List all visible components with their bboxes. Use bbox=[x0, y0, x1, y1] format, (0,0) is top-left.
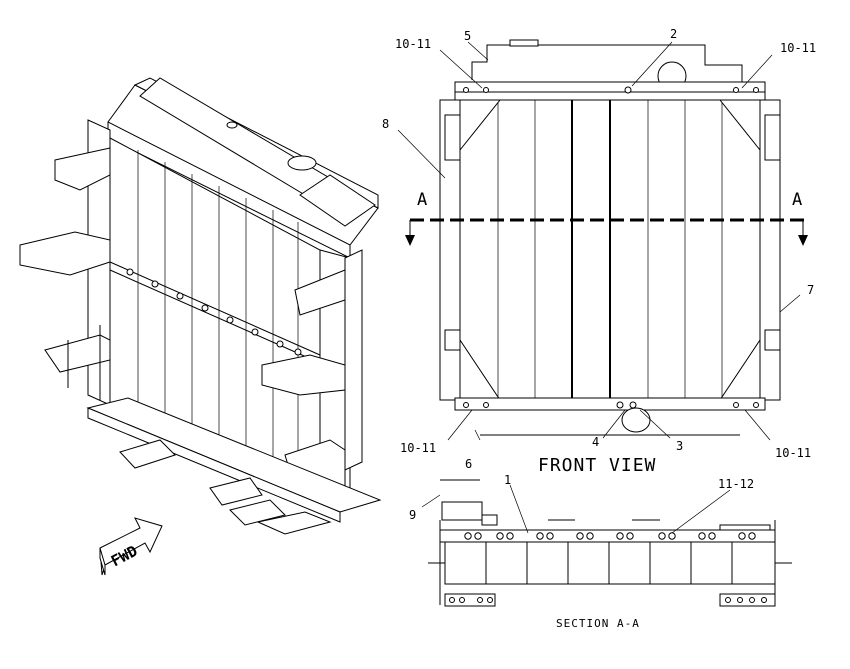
callout-3: 3 bbox=[676, 439, 683, 453]
callout-10-11-top-right: 10-11 bbox=[780, 41, 816, 55]
callout-10-11-bottom-right: 10-11 bbox=[775, 446, 811, 460]
front-view-title: FRONT VIEW bbox=[538, 455, 656, 476]
front-view-leaders bbox=[397, 41, 801, 441]
callout-10-11-bottom-left: 10-11 bbox=[400, 441, 436, 455]
front-view-callouts: 10-11 5 2 10-11 8 A A 7 10-11 6 4 3 10-1… bbox=[382, 27, 816, 476]
callout-2: 2 bbox=[670, 27, 677, 41]
callout-7: 7 bbox=[807, 283, 814, 297]
callout-9: 9 bbox=[409, 508, 416, 522]
callout-5: 5 bbox=[464, 29, 471, 43]
section-view-drawing bbox=[428, 479, 792, 607]
callout-10-11-top-left: 10-11 bbox=[395, 37, 431, 51]
section-marker-right: A bbox=[792, 190, 802, 210]
section-view-callouts: 9 1 11-12 SECTION A-A bbox=[409, 473, 754, 630]
callout-11-12: 11-12 bbox=[718, 477, 754, 491]
isometric-radiator-view bbox=[19, 77, 382, 535]
section-view-title: SECTION A-A bbox=[556, 617, 640, 630]
section-marker-left: A bbox=[417, 190, 427, 210]
callout-4: 4 bbox=[592, 435, 599, 449]
callout-8: 8 bbox=[382, 117, 389, 131]
section-view-leaders bbox=[421, 484, 731, 534]
callout-1: 1 bbox=[504, 473, 511, 487]
callout-6: 6 bbox=[465, 457, 472, 471]
front-view-drawing bbox=[405, 39, 810, 436]
fwd-arrow-icon: FWD bbox=[99, 517, 163, 576]
